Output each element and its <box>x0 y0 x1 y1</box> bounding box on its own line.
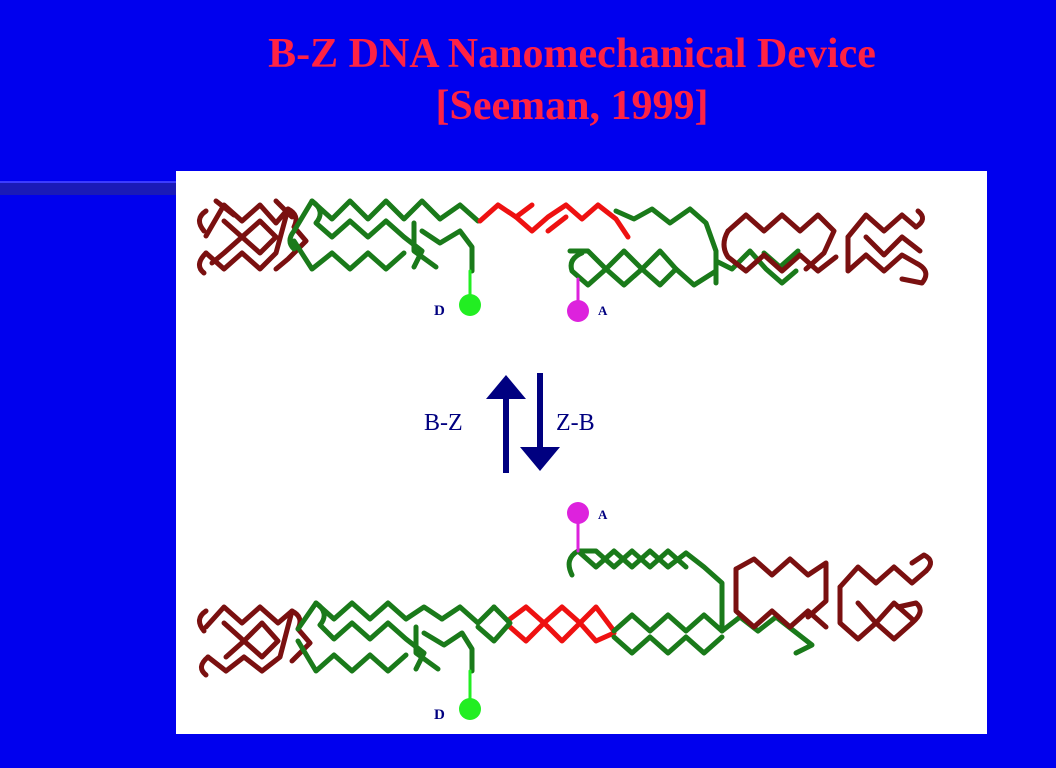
top-acceptor-label: A <box>598 303 608 318</box>
reverse-transition-label: Z-B <box>556 410 595 436</box>
bottom-red-strand <box>507 604 617 644</box>
top-red-strand <box>477 202 631 240</box>
title-line-1: B-Z DNA Nanomechanical Device <box>268 31 876 77</box>
top-right-green-strand <box>567 206 801 288</box>
forward-arrow-head <box>486 375 526 399</box>
dna-device-diagram: D A B-Z Z-B A D <box>197 198 933 723</box>
diagram-panel: D A B-Z Z-B A D <box>176 171 987 734</box>
bottom-right-dark-red-strand <box>733 552 933 642</box>
slide-title: B-Z DNA Nanomechanical Device [Seeman, 1… <box>0 28 1056 132</box>
bottom-acceptor-label: A <box>598 507 608 522</box>
top-molecule <box>197 198 929 322</box>
bottom-left-dark-red-strand <box>197 604 313 678</box>
forward-arrow-shaft <box>503 395 509 473</box>
title-line-2: [Seeman, 1999] <box>435 83 709 129</box>
reverse-arrow-shaft <box>537 373 543 451</box>
decorative-rule <box>0 181 176 195</box>
top-acceptor-dye <box>567 300 589 322</box>
top-right-dark-red-strand <box>721 208 929 286</box>
top-left-green-strand <box>287 198 481 274</box>
bottom-donor-dye <box>459 698 481 720</box>
bottom-right-green-strand <box>475 548 815 656</box>
bottom-acceptor-dye <box>567 502 589 524</box>
bottom-donor-label: D <box>434 707 445 723</box>
forward-transition-label: B-Z <box>424 410 463 436</box>
bottom-left-green-strand <box>295 600 497 674</box>
reverse-arrow-head <box>520 447 560 471</box>
top-donor-dye <box>459 294 481 316</box>
bottom-molecule <box>197 502 933 720</box>
top-donor-label: D <box>434 303 445 319</box>
transition-arrows <box>486 373 560 473</box>
top-left-dark-red-strand <box>197 198 309 276</box>
